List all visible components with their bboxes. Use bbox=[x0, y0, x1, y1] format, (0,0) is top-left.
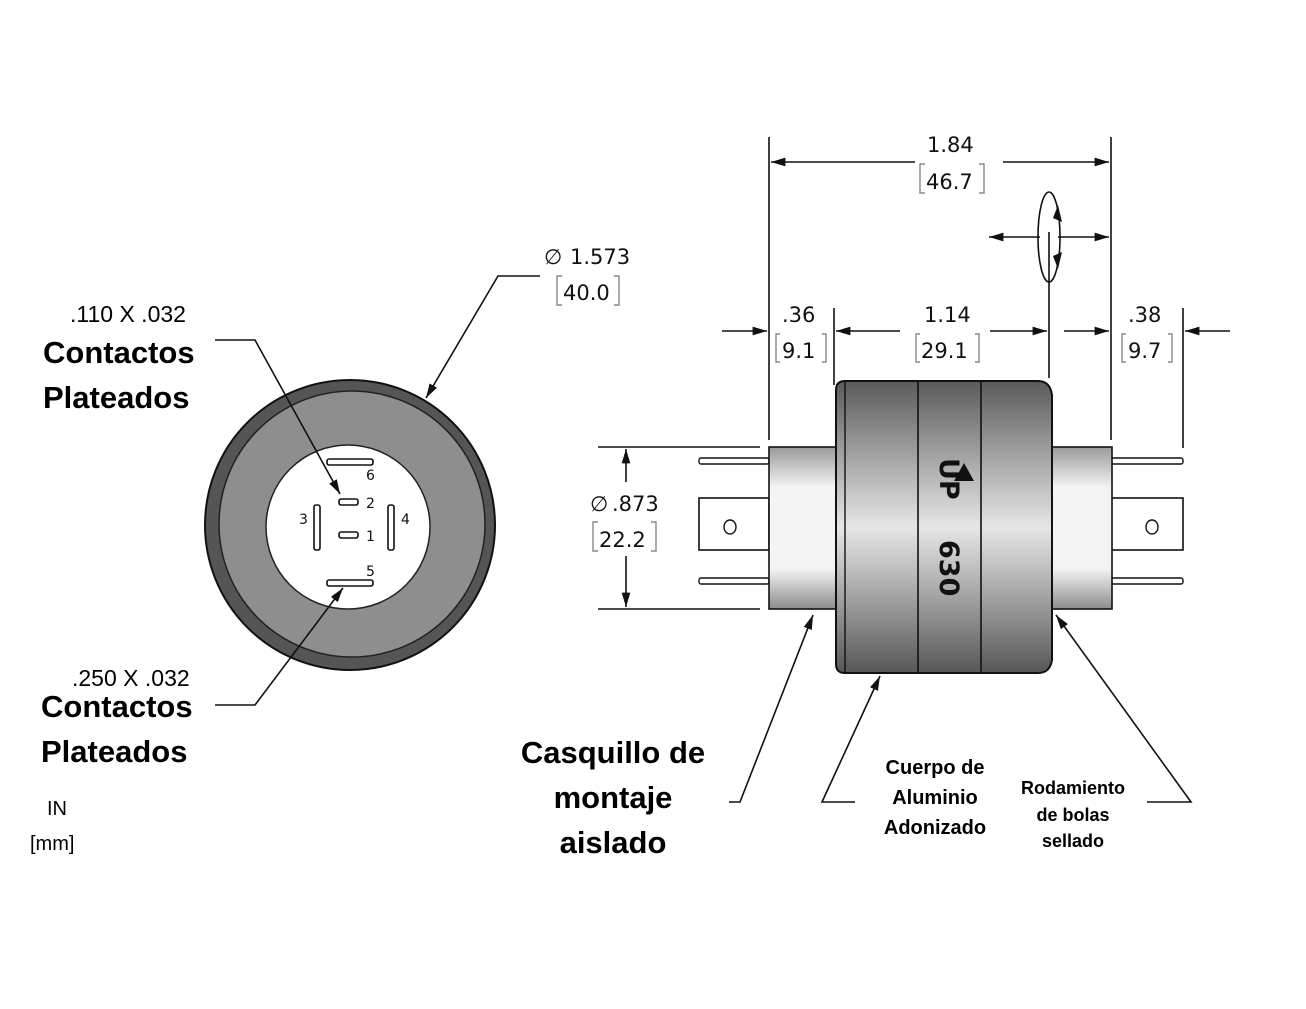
connector-face bbox=[265, 444, 431, 610]
rotation-arrowhead bbox=[1053, 252, 1062, 269]
contact-2 bbox=[338, 498, 359, 506]
bushing-left bbox=[768, 446, 840, 610]
terminal-right-bottom bbox=[1110, 577, 1184, 585]
terminal-left-top bbox=[698, 457, 770, 465]
right-stub-in: .38 bbox=[1128, 303, 1161, 327]
bracket bbox=[975, 333, 980, 363]
bushing-diameter-in: .873 bbox=[612, 492, 659, 516]
small-contact-label-1: Contactos bbox=[43, 335, 195, 370]
bushing-label-2: montaje bbox=[554, 780, 673, 815]
right-stub-mm: 9.7 bbox=[1128, 339, 1161, 363]
side-view: UP 630 1.84 46.7 .36 9.1 bbox=[521, 133, 1230, 860]
contact-3 bbox=[313, 504, 321, 551]
pin-label-1: 1 bbox=[366, 529, 375, 545]
bearing-leader bbox=[1055, 614, 1193, 803]
bearing-label-3: sellado bbox=[1042, 831, 1104, 851]
bracket bbox=[775, 333, 780, 363]
large-contact-label-2: Plateados bbox=[41, 734, 187, 769]
body-label-1: Cuerpo de bbox=[886, 757, 985, 779]
large-contact-size: .250 X .032 bbox=[72, 665, 190, 691]
pin-label-5: 5 bbox=[366, 564, 375, 580]
diameter-leader bbox=[425, 275, 540, 399]
body-label-3: Adonizado bbox=[884, 817, 986, 839]
units-primary: IN bbox=[47, 798, 67, 820]
end-diameter-in: 1.573 bbox=[570, 245, 630, 269]
bushing-diameter-mm: 22.2 bbox=[599, 528, 646, 552]
bracket bbox=[979, 163, 985, 194]
bushing-label-3: aislado bbox=[560, 825, 667, 860]
contact-4 bbox=[387, 504, 395, 551]
terminal-hole bbox=[1145, 519, 1159, 535]
pin-label-2: 2 bbox=[366, 496, 375, 512]
rotation-arrowhead bbox=[1053, 205, 1062, 222]
overall-length-in: 1.84 bbox=[927, 133, 974, 157]
large-contact-leader bbox=[215, 587, 344, 706]
bracket bbox=[1168, 333, 1173, 363]
body-label-2: Aluminio bbox=[892, 787, 978, 809]
aluminum-body bbox=[835, 380, 1053, 674]
large-contact-label-1: Contactos bbox=[41, 689, 193, 724]
bracket bbox=[651, 521, 657, 552]
marking-model: 630 bbox=[933, 540, 964, 596]
body-length-in: 1.14 bbox=[924, 303, 971, 327]
diameter-symbol: ∅ bbox=[544, 245, 562, 269]
up-arrow-icon bbox=[954, 463, 974, 481]
overall-length-mm: 46.7 bbox=[926, 170, 973, 194]
bushing-right bbox=[1046, 446, 1113, 610]
end-diameter-mm: 40.0 bbox=[563, 281, 610, 305]
diameter-symbol: ∅ bbox=[590, 492, 608, 516]
left-stub-mm: 9.1 bbox=[782, 339, 815, 363]
small-contact-size: .110 X .032 bbox=[70, 301, 186, 327]
bearing-label-1: Rodamiento bbox=[1021, 778, 1125, 798]
units-secondary: [mm] bbox=[30, 833, 74, 855]
bracket bbox=[556, 275, 562, 306]
terminal-hole bbox=[723, 519, 737, 535]
terminal-left-bottom bbox=[698, 577, 770, 585]
bushing-label-1: Casquillo de bbox=[521, 735, 705, 770]
bracket bbox=[592, 521, 598, 552]
contact-1 bbox=[338, 531, 359, 539]
body-leader bbox=[820, 675, 881, 803]
contact-5 bbox=[326, 579, 374, 587]
body-length-mm: 29.1 bbox=[921, 339, 968, 363]
pin-label-6: 6 bbox=[366, 468, 375, 484]
pin-label-4: 4 bbox=[401, 512, 410, 528]
bracket bbox=[919, 163, 925, 194]
bearing-label-2: de bolas bbox=[1036, 805, 1109, 825]
bracket bbox=[1121, 333, 1126, 363]
bushing-leader bbox=[729, 614, 814, 803]
end-view: 6 2 3 4 1 5 ∅ 1.573 40.0 .110 X .032 Con… bbox=[30, 245, 630, 855]
terminal-right-top bbox=[1110, 457, 1184, 465]
bracket bbox=[915, 333, 920, 363]
bracket bbox=[614, 275, 620, 306]
small-contact-leader bbox=[215, 339, 341, 495]
left-stub-in: .36 bbox=[782, 303, 815, 327]
pin-label-3: 3 bbox=[299, 512, 308, 528]
small-contact-label-2: Plateados bbox=[43, 380, 189, 415]
bracket bbox=[822, 333, 827, 363]
contact-6 bbox=[326, 458, 374, 466]
